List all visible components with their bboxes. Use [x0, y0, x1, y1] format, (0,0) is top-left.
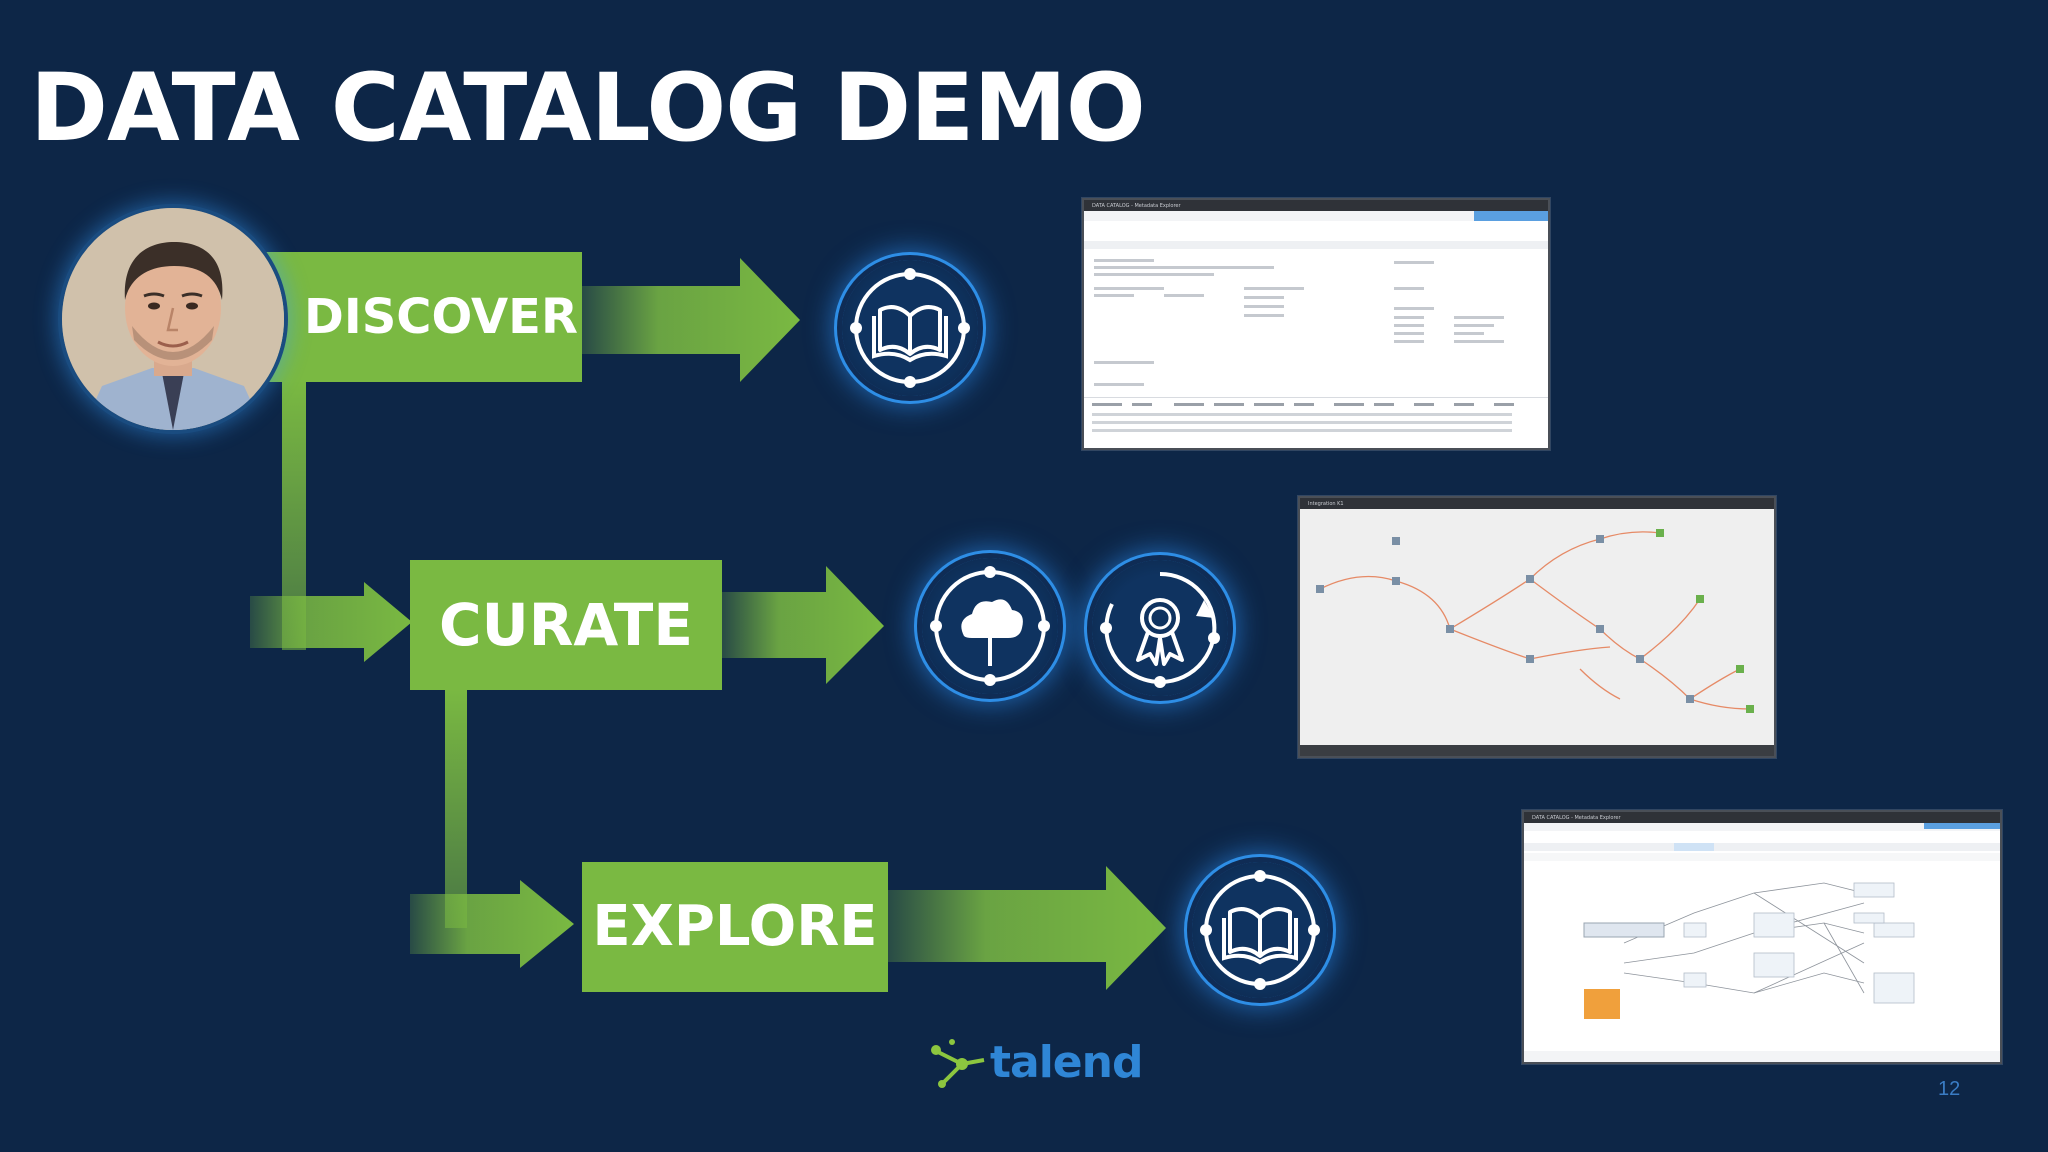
slide-title: DATA CATALOG DEMO — [30, 54, 1146, 163]
page-number: 12 — [1938, 1078, 1961, 1100]
curate-screenshot-content — [1300, 509, 1774, 756]
explore-book-icon — [1192, 862, 1328, 998]
explore-screenshot: DATA CATALOG - Metadata Explorer — [1522, 810, 2002, 1064]
curate-arrow — [722, 566, 884, 684]
step-discover: DISCOVER — [266, 252, 582, 382]
talend-logo-icon — [931, 1039, 985, 1088]
explore-screenshot-title: DATA CATALOG - Metadata Explorer — [1532, 814, 1621, 821]
curate-cloud-icon — [922, 558, 1058, 694]
step-discover-label: DISCOVER — [304, 289, 578, 345]
discover-arrow — [582, 258, 800, 382]
presenter-photo — [62, 208, 284, 430]
curate-screenshot: Integration K1 — [1298, 496, 1776, 758]
explore-screenshot-titlebar: DATA CATALOG - Metadata Explorer — [1524, 812, 2000, 823]
discover-screenshot-titlebar: DATA CATALOG - Metadata Explorer — [1084, 200, 1548, 211]
curate-entry-arrow — [250, 582, 412, 662]
step-explore-label: EXPLORE — [592, 894, 878, 959]
talend-logo-text: talend — [990, 1036, 1143, 1088]
discover-screenshot: DATA CATALOG - Metadata Explorer — [1082, 198, 1550, 450]
curate-award-icon — [1092, 560, 1228, 696]
step-curate: CURATE — [410, 560, 722, 690]
explore-screenshot-content — [1524, 823, 2000, 1062]
talend-logo: talend — [928, 1034, 1143, 1090]
explore-arrow — [888, 866, 1166, 990]
presenter-avatar — [62, 208, 284, 430]
curate-screenshot-title: Integration K1 — [1308, 500, 1344, 507]
connector-vertical-2 — [445, 688, 467, 928]
discover-book-icon — [842, 260, 978, 396]
discover-screenshot-content — [1084, 211, 1548, 432]
step-explore: EXPLORE — [582, 862, 888, 992]
curate-screenshot-titlebar: Integration K1 — [1300, 498, 1774, 509]
step-curate-label: CURATE — [439, 591, 693, 659]
discover-screenshot-title: DATA CATALOG - Metadata Explorer — [1092, 202, 1181, 209]
explore-entry-arrow — [410, 880, 574, 968]
